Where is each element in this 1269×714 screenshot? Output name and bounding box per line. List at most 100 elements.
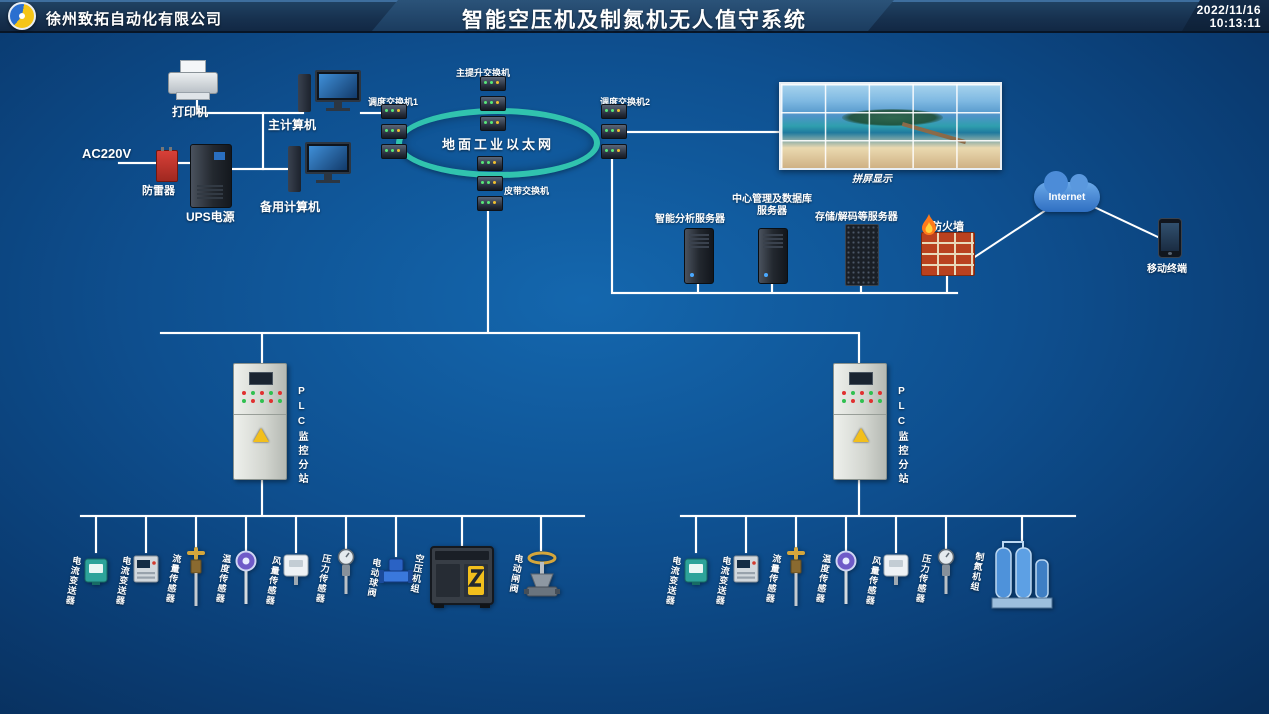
printer-label: 打印机 [172,105,209,119]
analysis-server-label: 智能分析服务器 [655,214,725,225]
pressure-sensor-icon[interactable] [335,548,357,596]
air-flow-sensor-icon[interactable] [882,552,910,586]
belt-switch-icon[interactable] [477,156,503,216]
device-label: 流量传感器 [764,553,782,605]
warning-triangle-icon [853,428,869,442]
storage-server-icon[interactable] [845,224,879,286]
connection-line [487,208,489,333]
connection-line [196,112,304,114]
dispatch-switch-2-label: 调度交换机2 [600,97,651,107]
pressure-sensor-icon[interactable] [935,548,957,596]
device-label: 风量传感器 [264,555,282,607]
device-label: 风量传感器 [864,555,882,607]
connection-line [858,334,860,363]
ethernet-ring: 地面工业以太网 [396,108,600,178]
air-compressor-icon[interactable] [430,546,494,608]
backup-computer-label: 备用计算机 [260,200,321,214]
printer-icon[interactable] [168,60,218,100]
device-label: 电动闸阀 [507,553,524,595]
power-source-label: AC220V [82,146,132,161]
plc-station-1-cabinet[interactable] [233,363,287,480]
connection-line [945,517,947,549]
connection-line [946,274,948,292]
connection-line [295,517,297,553]
time-text: 10:13:11 [1209,16,1261,30]
connection-line [745,517,747,553]
video-wall[interactable] [779,82,1002,170]
dispatch-switch-1-label: 调度交换机1 [368,97,419,107]
company-name: 徐州致拓自动化有限公司 [46,11,223,28]
temperature-sensor-icon[interactable] [834,550,858,606]
ups-label: UPS电源 [186,210,235,224]
device-label: 制氮机组 [968,551,985,593]
page-title: 智能空压机及制氮机无人值守系统 [462,9,807,32]
internet-label: Internet [1048,191,1086,203]
header-bar: 徐州致拓自动化有限公司 智能空压机及制氮机无人值守系统 2022/11/16 1… [0,0,1269,33]
backup-computer-icon[interactable] [288,142,352,192]
electric-ball-valve-icon[interactable] [379,558,413,588]
current-transmitter-icon[interactable] [83,556,109,586]
connection-line [860,284,862,292]
device-label: 温度传感器 [814,553,832,605]
connection-line [160,332,860,334]
surge-protector-icon[interactable] [156,147,178,182]
electric-gate-valve-icon[interactable] [524,550,560,606]
video-wall-label: 拼屏显示 [852,174,892,185]
center-server-label-line1: 中心管理及数据库 [732,194,812,205]
flow-sensor-icon[interactable] [183,546,209,608]
connection-line [95,517,97,553]
connection-line [261,480,263,515]
surge-protector-label: 防雷器 [142,185,175,197]
device-label: 电流变送器 [714,555,732,607]
connection-line [611,292,958,294]
company-logo-icon [8,2,36,30]
device-label: 流量传感器 [164,553,182,605]
analysis-server-icon[interactable] [684,228,714,284]
current-transmitter-icon[interactable] [132,554,160,584]
main-hoist-switch-icon[interactable] [480,76,506,136]
connection-line [540,517,542,551]
connection-line [230,168,288,170]
center-server-label: 中心管理及数据库 服务器 [726,194,818,218]
connection-line [695,517,697,553]
connection-line [795,517,797,549]
connection-line [461,517,463,547]
datetime-display: 2022/11/16 10:13:11 [1197,4,1261,30]
connection-line [395,517,397,557]
firewall-flame-icon [922,214,936,235]
connection-line [80,515,585,517]
firewall-label: 防火墙 [931,221,964,233]
device-label: 压力传感器 [914,553,932,605]
dispatch-switch-2-icon[interactable] [601,104,627,164]
flow-sensor-icon[interactable] [783,546,809,608]
current-transmitter-icon[interactable] [683,556,709,586]
connection-line [145,517,147,553]
header-center-band [372,0,894,31]
firewall-icon[interactable] [921,214,975,276]
mobile-terminal-icon[interactable] [1158,218,1182,258]
plc-station-1-label: PLC监控分站 [296,386,307,487]
internet-cloud-icon[interactable]: Internet [1034,171,1100,212]
plc-station-2-cabinet[interactable] [833,363,887,480]
device-label: 电流变送器 [114,555,132,607]
connection-line [622,131,779,133]
dispatch-switch-1-icon[interactable] [381,104,407,164]
device-label: 电流变送器 [664,555,682,607]
temperature-sensor-icon[interactable] [234,550,258,606]
connection-line [345,517,347,549]
connection-line [176,162,192,164]
ups-icon[interactable] [190,144,232,208]
nitrogen-generator-icon[interactable] [990,538,1054,612]
connection-line [195,517,197,549]
air-flow-sensor-icon[interactable] [282,552,310,586]
mobile-terminal-label: 移动终端 [1147,264,1187,275]
connection-line [611,158,613,292]
connection-line [261,334,263,363]
main-computer-icon[interactable] [298,70,362,116]
center-server-icon[interactable] [758,228,788,284]
warning-triangle-icon [253,428,269,442]
device-label: 电流变送器 [64,555,82,607]
current-transmitter-icon[interactable] [732,554,760,584]
connection-line [858,480,860,515]
